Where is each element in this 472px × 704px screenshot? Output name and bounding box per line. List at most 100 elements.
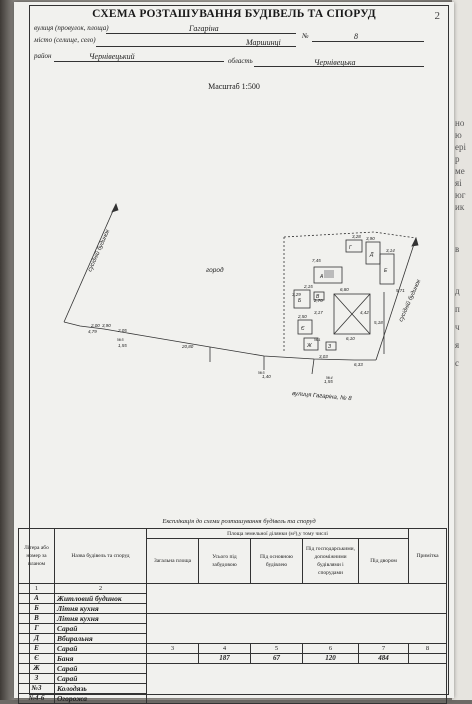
col-note-header: Примітка [408,528,448,584]
dim-label: 3,03 [319,354,328,359]
dim-label: 1,55 [118,343,127,348]
row-letter: Д [18,633,55,644]
row-letter: №3 [18,683,55,694]
row-letter: Е [18,643,55,654]
area-col-num: 6 [302,643,359,654]
region-label: область [228,57,253,65]
explication-table: Літера або номер за планом Назва будівел… [18,528,448,704]
dim-label: 6,80 [340,287,349,292]
adjacent-text: ме [455,166,465,176]
dim-label: 6,10 [346,336,355,341]
adjacent-text: с [455,358,459,368]
num-cell: 2 [54,583,147,594]
area-col-num: 7 [357,643,410,654]
row-name: Сарай [54,623,147,634]
area-col-num: 8 [408,643,448,654]
dim-label: 5,18 [374,320,383,325]
row-letter: В [18,613,55,624]
dim-label: 2,00 [90,323,100,328]
adjacent-text: юг [455,190,466,200]
area-note-value [408,653,448,664]
col-main-header: Під основною будівлею [250,538,303,584]
area-yard-value: 484 [357,653,410,664]
row-letter: А [18,593,55,604]
document-title: СХЕМА РОЗТАШУВАННЯ БУДІВЕЛЬ ТА СПОРУД [92,8,376,20]
area-col-num: 4 [198,643,251,654]
fence [283,231,417,239]
dim-label: 2,50 [297,314,307,319]
adjacent-text: яі [455,178,462,188]
dim-label: 3,90 [366,236,375,241]
street-value: Гагаріна [189,24,219,33]
city-value: Маршинці [246,38,281,47]
street-address-label: вулиця Гагаріна, № 8 [292,390,353,402]
row-letter: Б [18,603,55,614]
building-letter: Г [349,245,353,251]
row-letter: Ж [18,663,55,674]
garden-label: город [206,266,224,274]
scale-label: Масштаб 1:500 [208,82,260,91]
area-total-value [146,653,199,664]
dim-label: 3,29 [292,292,301,297]
dim-label: 1,55 [324,379,333,384]
street-label: вулиця (провулок, площа) [34,24,109,32]
row-name: Колодязь [54,683,147,694]
dim-label: 5,71 [396,288,405,293]
row-name: Сарай [54,643,147,654]
region-value: Чернівецька [314,58,356,67]
building-main [333,293,371,335]
row-name: Сарай [54,663,147,674]
adjacent-text: я [455,340,460,350]
num-cell: 1 [18,583,55,594]
building-letter: Д [369,252,374,258]
dim-label: 4,42 [360,310,369,315]
building-letter: З [328,344,331,350]
row-letter: З [18,673,55,684]
dim-label: 2,70 [313,298,323,303]
point-label: №4 [326,375,333,380]
adjacent-text: р [455,154,460,164]
area-aux-value: 120 [302,653,359,664]
dim-label: 3,90 [102,323,111,328]
building-letter: В [316,294,320,300]
dim-label: 7,45 [312,258,321,263]
row-letter: №4-6 [18,693,55,704]
district-label: район [34,52,52,60]
dim-label: 2,15 [303,284,313,289]
col-letter-header: Літера або номер за планом [18,528,55,584]
row-name: Огорожа [54,693,147,704]
area-col-num: 5 [250,643,303,654]
adjacent-text: ю [455,130,462,140]
adjacent-text: ері [455,142,466,152]
point-label: №5 [117,337,124,342]
city-label: місто (селище, село) [34,36,96,44]
dim-label: 3,17 [314,310,323,315]
adjacent-text: ик [455,202,465,212]
row-name: Літня кухня [54,603,147,614]
dim-label: 3,14 [386,248,395,253]
neighbor-left-label: сусідній будинок [86,227,111,273]
adjacent-text: в [455,244,460,254]
adjacent-text: п [455,304,460,314]
row-name: Літня кухня [54,613,147,624]
number-label: № [302,32,309,40]
dim-label: 6,33 [354,362,363,367]
col-total-header: Загальна площа [146,538,199,584]
row-name: Вбиральня [54,633,147,644]
col-yard-header: Під двором [357,538,410,584]
adjacent-text: ч [455,322,460,332]
explication-title: Експлікація до схеми розташування будіве… [162,518,316,525]
dim-label: 4,79 [88,329,97,334]
point-label: №5 [258,370,265,375]
row-letter: Г [18,623,55,634]
document-sheet: СХЕМА РОЗТАШУВАННЯ БУДІВЕЛЬ ТА СПОРУД 2 … [14,2,454,704]
col-built-header: Усього під забудовою [198,538,251,584]
row-name: Житловий будинок [54,593,147,604]
building-b [293,289,311,309]
building-letter: Б [298,298,302,304]
number-value: 8 [354,32,358,41]
row-name: Сарай [54,673,147,684]
area-built-value: 187 [198,653,251,664]
building-letter: Ж [306,343,312,349]
dim-label: 2,05 [117,328,127,333]
